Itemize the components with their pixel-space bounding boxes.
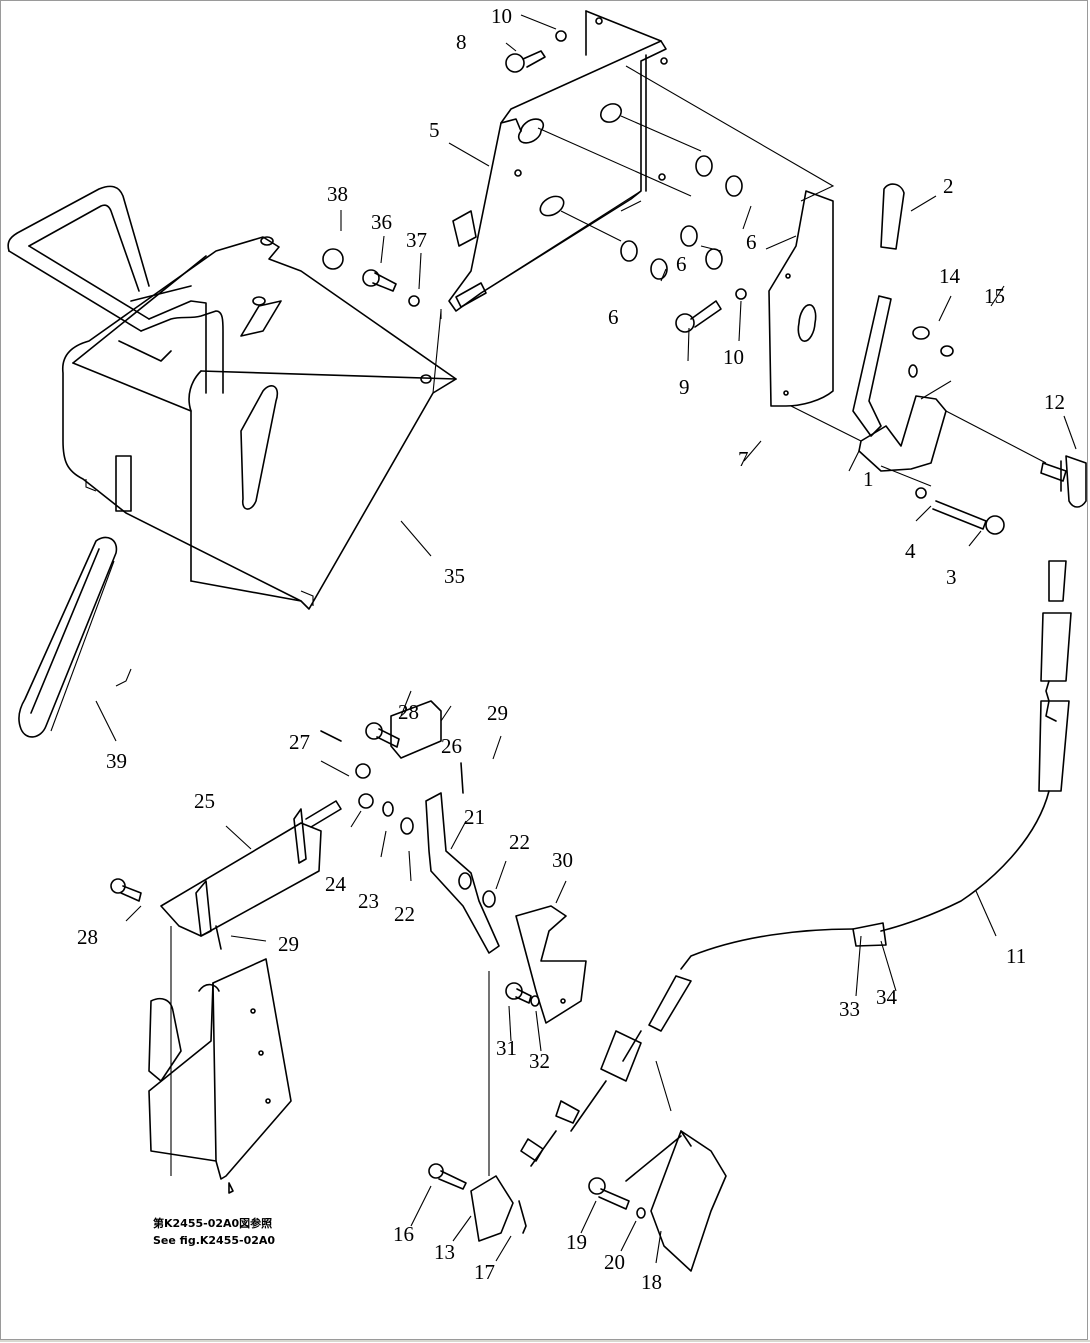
callout-26: 26 <box>441 734 462 758</box>
callout-2: 2 <box>943 174 954 198</box>
callout-24: 24 <box>325 872 347 896</box>
callout-30: 30 <box>552 848 573 872</box>
callout-16: 16 <box>393 1222 414 1246</box>
bracket-part-30 <box>505 905 587 1024</box>
fasteners-right <box>915 455 1087 535</box>
callout-33: 33 <box>839 997 860 1021</box>
callout-6b: 6 <box>676 252 687 276</box>
lever-part-21 <box>355 763 500 954</box>
callout-35: 35 <box>444 564 465 588</box>
reference-note-en: See fig.K2455-02A0 <box>153 1234 275 1247</box>
callout-25: 25 <box>194 789 215 813</box>
reference-note: 第K2455-02A0図参照 See fig.K2455-02A0 <box>153 1216 275 1247</box>
callout-36: 36 <box>371 210 392 234</box>
callout-21: 21 <box>464 805 485 829</box>
callout-5: 5 <box>429 118 440 142</box>
mount-bracket <box>148 958 292 1194</box>
lever-part-1 <box>852 183 954 472</box>
callout-29b: 29 <box>278 932 299 956</box>
callout-4: 4 <box>905 539 916 563</box>
callout-20: 20 <box>604 1250 625 1274</box>
callout-7: 7 <box>738 447 749 471</box>
callout-22b: 22 <box>394 902 415 926</box>
callout-8: 8 <box>456 30 467 54</box>
cable-part-11 <box>520 460 1072 1167</box>
bracket-part-5 <box>448 10 668 312</box>
callout-10a: 10 <box>491 4 512 28</box>
callout-1: 1 <box>863 467 874 491</box>
cover-part-35 <box>7 185 457 610</box>
callout-22a: 22 <box>509 830 530 854</box>
reference-note-jp: 第K2455-02A0図参照 <box>153 1216 272 1230</box>
callout-29a: 29 <box>487 701 508 725</box>
callout-38: 38 <box>327 182 348 206</box>
callout-12: 12 <box>1044 390 1065 414</box>
callout-19: 19 <box>566 1230 587 1254</box>
callout-18: 18 <box>641 1270 662 1294</box>
callout-leaders <box>95 14 1077 1264</box>
callout-3: 3 <box>946 565 957 589</box>
callout-31: 31 <box>496 1036 517 1060</box>
shaft-part-25 <box>110 800 342 1176</box>
callout-11: 11 <box>1006 944 1026 968</box>
callout-17: 17 <box>474 1260 495 1284</box>
callout-9: 9 <box>679 375 690 399</box>
bottom-edge <box>0 1340 1090 1342</box>
callout-28b: 28 <box>77 925 98 949</box>
callout-15: 15 <box>984 284 1005 308</box>
callout-labels: 1 2 3 4 5 6 6 6 7 8 9 10 10 11 12 13 14 … <box>77 4 1065 1294</box>
callout-39: 39 <box>106 749 127 773</box>
callout-37: 37 <box>406 228 427 252</box>
bushings-part-6 <box>620 155 743 280</box>
callout-14: 14 <box>939 264 961 288</box>
fasteners-top <box>322 30 747 333</box>
callout-6a: 6 <box>746 230 757 254</box>
bracket-part-18 <box>588 1130 727 1272</box>
callout-23: 23 <box>358 889 379 913</box>
assembly-lines <box>432 65 1047 487</box>
callout-27: 27 <box>289 730 310 754</box>
callout-32: 32 <box>529 1049 550 1073</box>
callout-28a: 28 <box>398 700 419 724</box>
callout-13: 13 <box>434 1240 455 1264</box>
yoke-part-26 <box>320 700 464 794</box>
callout-6c: 6 <box>608 305 619 329</box>
pedal-part-39 <box>18 536 132 738</box>
bracket-part-7 <box>768 190 834 407</box>
callout-34: 34 <box>876 985 898 1009</box>
callout-10b: 10 <box>723 345 744 369</box>
yoke-part-13 <box>428 971 527 1242</box>
